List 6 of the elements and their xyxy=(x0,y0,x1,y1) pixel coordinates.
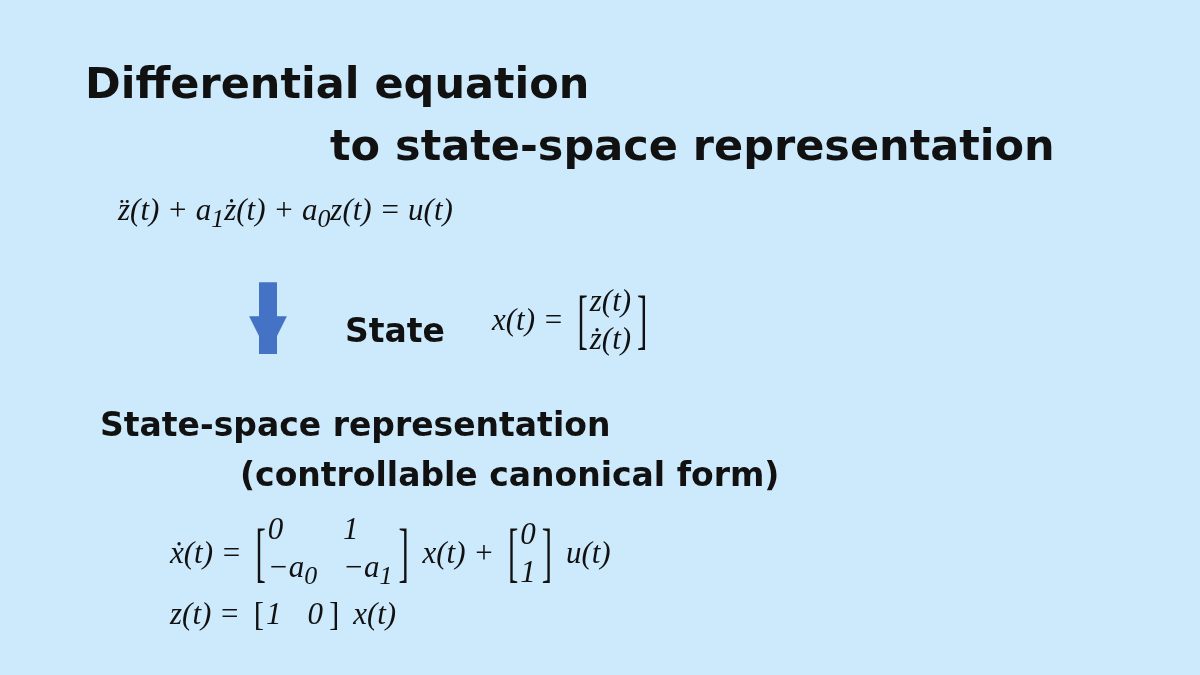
heading: State-space representation (controllable canonical form) xyxy=(100,404,780,496)
label: State xyxy=(345,310,445,352)
equation: z̈(t) + a$_{1}$ż(t) + a$_{0}$z(t) = u(t) xyxy=(118,192,453,235)
equation: z(t) = [1 0] x(t) xyxy=(170,595,397,634)
title: Differential equation to state-space representation xyxy=(85,57,1055,172)
arrow xyxy=(249,282,287,354)
